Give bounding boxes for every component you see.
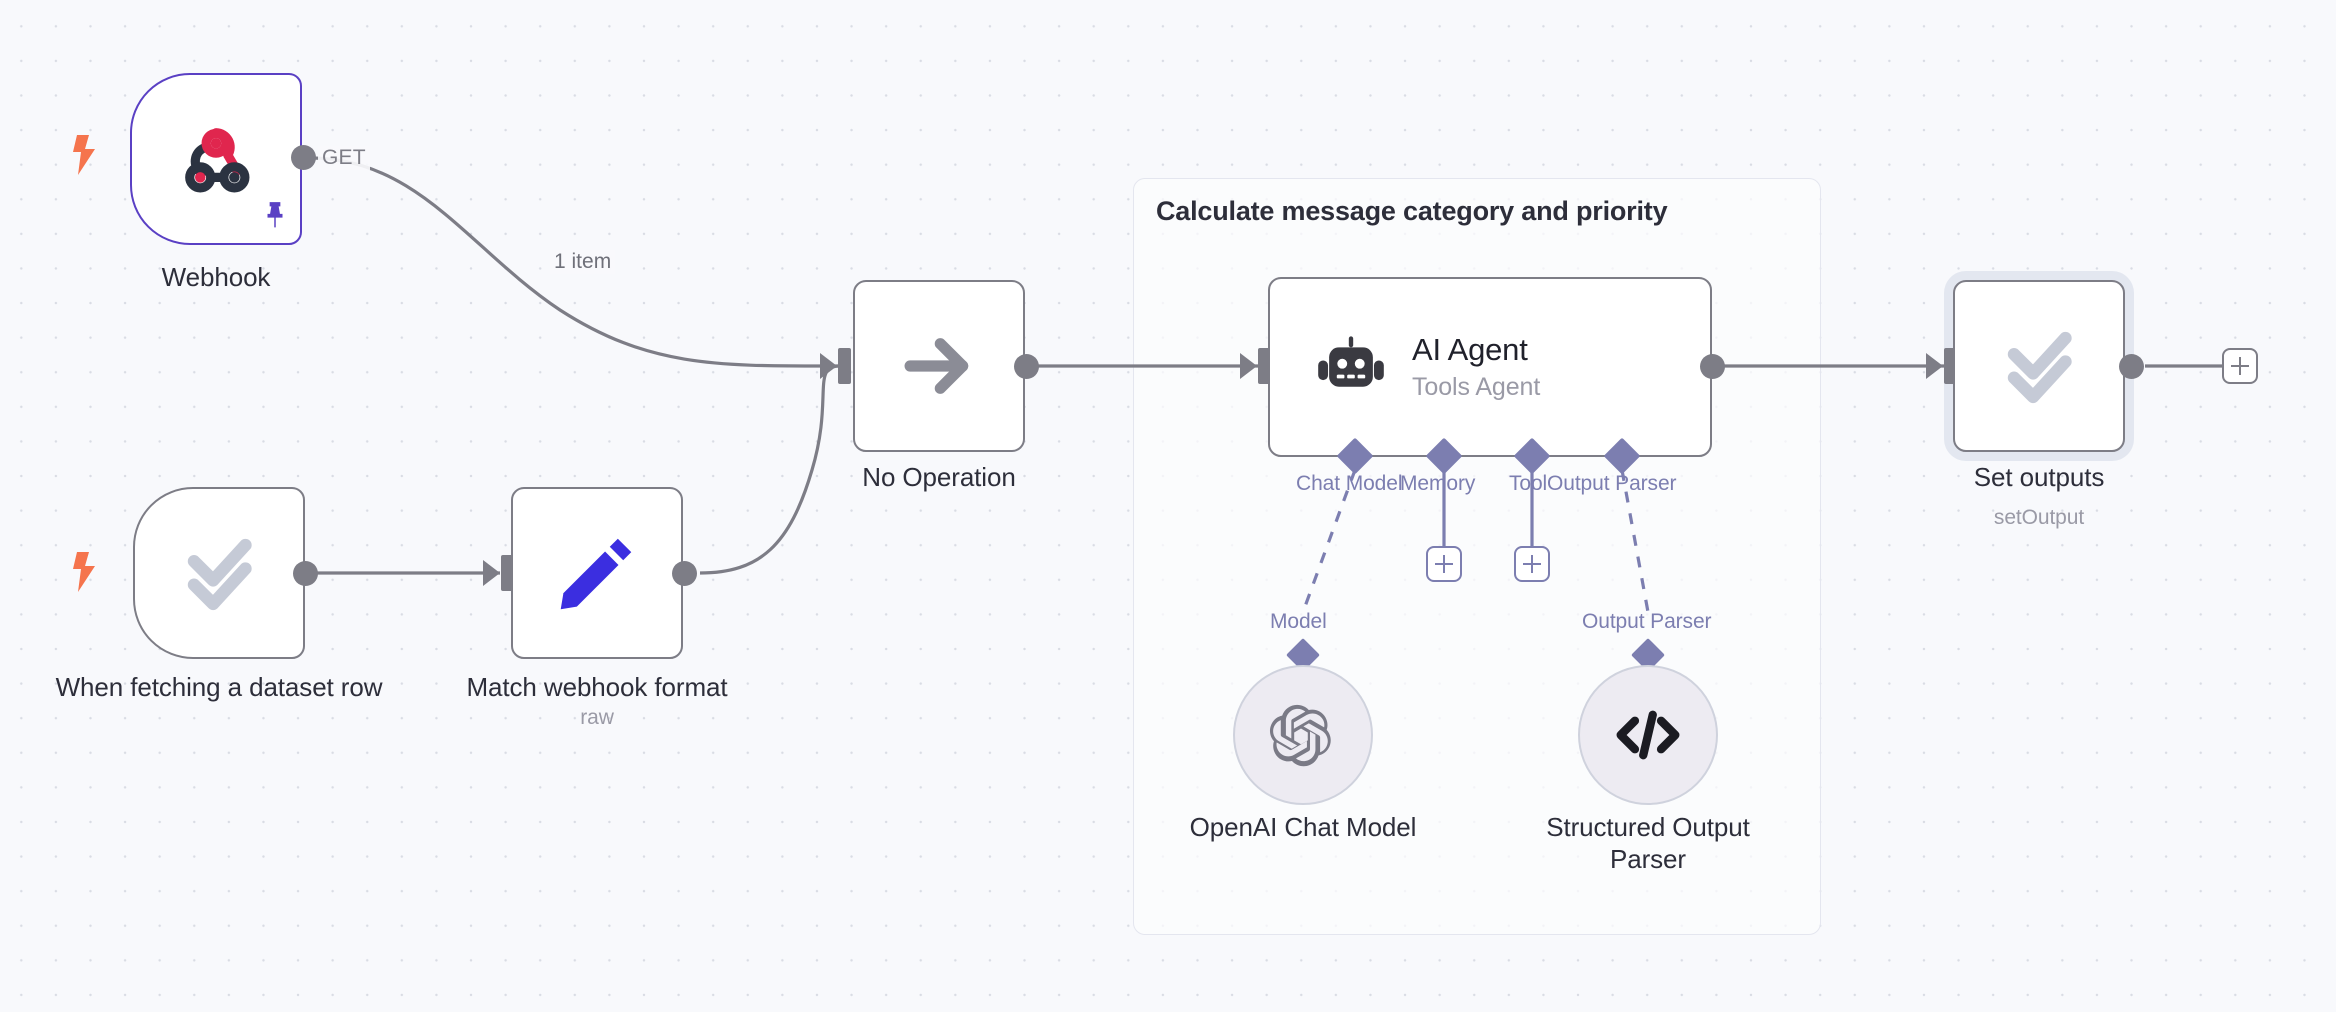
node-webhook[interactable] xyxy=(130,73,302,245)
trigger-bolt-icon-webhook xyxy=(73,135,99,175)
pencil-edit-icon xyxy=(560,538,632,610)
add-tool-button[interactable] xyxy=(1514,546,1550,582)
node-set-outputs[interactable] xyxy=(1953,280,2125,452)
port-label-memory: Memory xyxy=(1400,472,1476,495)
node-openai-chat-model[interactable] xyxy=(1233,665,1373,805)
arrow-right-icon xyxy=(904,338,969,394)
port-out-match[interactable] xyxy=(672,561,697,586)
trigger-bolt-icon-dataset xyxy=(73,552,99,592)
robot-icon xyxy=(1318,336,1384,387)
ai-agent-subtitle: Tools Agent xyxy=(1412,373,1541,402)
node-sublabel-set-outputs: setOutput xyxy=(1993,506,2085,529)
lightning-bolt-icon xyxy=(73,135,95,175)
edge-label-get: GET xyxy=(318,146,370,170)
ai-agent-title: AI Agent xyxy=(1412,331,1528,367)
port-label-model: Model xyxy=(1270,610,1327,633)
openai-icon xyxy=(1269,704,1331,767)
node-label-webhook: Webhook xyxy=(161,262,271,292)
node-label-when-fetching-dataset-row: When fetching a dataset row xyxy=(55,672,383,702)
port-arrow-match xyxy=(483,560,500,586)
port-label-output-parser: Output Parser xyxy=(1547,472,1677,495)
port-out-setoutputs[interactable] xyxy=(2119,354,2144,379)
node-ai-agent[interactable]: AI Agent Tools Agent xyxy=(1268,277,1712,457)
node-label-openai-chat-model: OpenAI Chat Model xyxy=(1189,812,1417,842)
port-out-dataset[interactable] xyxy=(293,561,318,586)
ai-agent-text-block: AI Agent Tools Agent xyxy=(1412,332,1540,403)
node-label-set-outputs: Set outputs xyxy=(1973,462,2105,492)
plus-vertical-bar xyxy=(2238,357,2242,375)
plus-vertical-bar xyxy=(1442,555,1446,573)
double-check-icon xyxy=(187,538,252,611)
node-when-fetching-dataset-row[interactable] xyxy=(133,487,305,659)
port-in-agent[interactable] xyxy=(1258,348,1271,384)
port-out-noop[interactable] xyxy=(1014,354,1039,379)
webhook-icon xyxy=(185,128,250,193)
node-label-no-operation: No Operation xyxy=(862,462,1016,492)
group-title: Calculate message category and priority xyxy=(1156,196,1668,226)
plus-vertical-bar xyxy=(1530,555,1534,573)
pushpin-glyph xyxy=(267,202,283,228)
add-node-button[interactable] xyxy=(2222,348,2258,384)
port-label-tool: Tool xyxy=(1509,472,1548,495)
pin-icon[interactable] xyxy=(262,200,288,235)
port-in-noop[interactable] xyxy=(838,348,851,384)
port-label-chat-model: Chat Model xyxy=(1296,472,1403,495)
node-label-match-webhook-format: Match webhook format xyxy=(466,672,728,702)
code-brackets-icon xyxy=(1616,710,1680,760)
port-out-agent[interactable] xyxy=(1700,354,1725,379)
lightning-bolt-icon xyxy=(73,552,95,592)
double-check-icon xyxy=(2007,331,2072,404)
node-match-webhook-format[interactable] xyxy=(511,487,683,659)
port-arrow-noop xyxy=(820,353,837,379)
node-structured-output-parser[interactable] xyxy=(1578,665,1718,805)
port-in-match[interactable] xyxy=(501,555,514,591)
node-sublabel-match-webhook-format: raw xyxy=(580,706,614,729)
port-arrow-agent xyxy=(1240,353,1257,379)
port-out-webhook[interactable] xyxy=(291,145,316,170)
node-no-operation[interactable] xyxy=(853,280,1025,452)
add-memory-button[interactable] xyxy=(1426,546,1462,582)
port-arrow-setoutputs xyxy=(1926,353,1943,379)
edge-label-1-item: 1 item xyxy=(550,250,616,274)
node-label-structured-output-parser: Structured Output Parser xyxy=(1546,812,1750,874)
port-label-output-parser-subnode: Output Parser xyxy=(1582,610,1712,633)
